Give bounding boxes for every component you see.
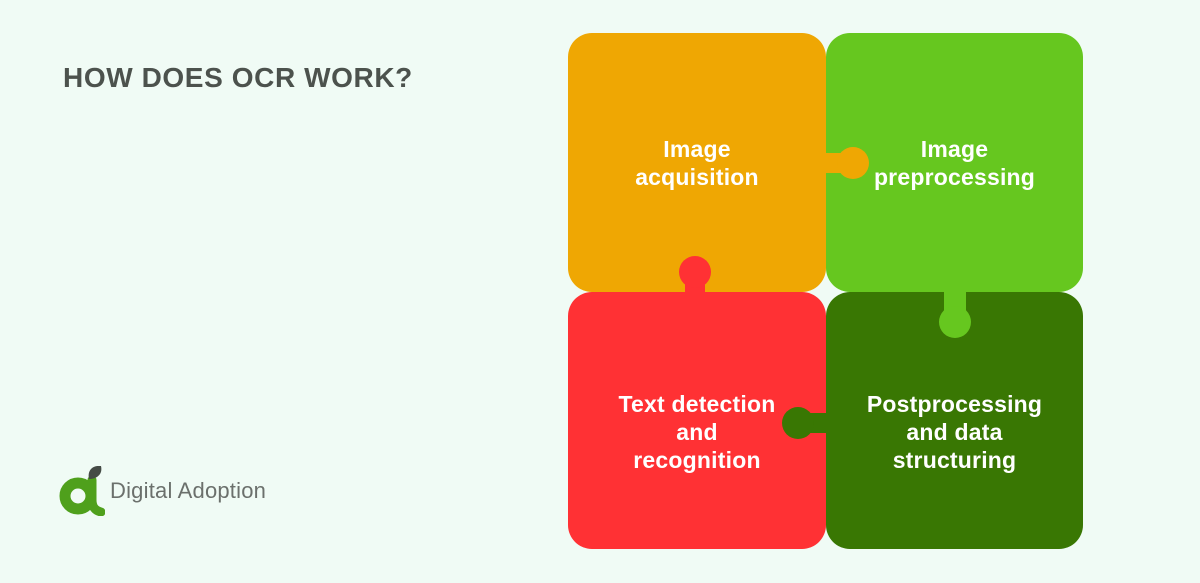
piece-label-line: and xyxy=(676,418,718,445)
logo-ring xyxy=(59,477,97,515)
tab-ball xyxy=(679,256,711,288)
piece-label-line: Text detection xyxy=(618,390,776,417)
piece-label-line: recognition xyxy=(633,446,761,473)
tab-ball xyxy=(837,147,869,179)
piece-label: Postprocessing and data structuring xyxy=(867,368,1042,474)
tab-ball xyxy=(782,407,814,439)
piece-label-line: and data xyxy=(906,418,1003,445)
piece-label: Image preprocessing xyxy=(874,135,1035,191)
page-title: HOW DOES OCR WORK? xyxy=(63,62,413,93)
piece-label-line: Image xyxy=(920,135,989,162)
piece-label-line: structuring xyxy=(892,446,1017,473)
piece-label-line: Image xyxy=(663,135,731,162)
digital-adoption-logo-icon xyxy=(59,466,105,516)
piece-label-line: acquisition xyxy=(635,163,759,190)
logo-leaf xyxy=(88,466,102,479)
tab-ball xyxy=(939,306,971,338)
brand-logo: Digital Adoption xyxy=(58,466,266,516)
piece-label-line: Postprocessing xyxy=(866,390,1043,417)
logo-tail xyxy=(87,475,105,516)
puzzle-piece-postprocessing: Postprocessing and data structuring xyxy=(826,292,1083,549)
piece-label: Text detection and recognition xyxy=(618,368,775,474)
brand-name: Digital Adoption xyxy=(110,478,267,503)
piece-label: Image acquisition xyxy=(635,135,759,191)
ocr-puzzle-diagram: Image acquisition Image preprocessing Te… xyxy=(568,33,1083,549)
puzzle-piece-image-acquisition: Image acquisition xyxy=(568,33,826,292)
piece-label-line: preprocessing xyxy=(873,163,1036,190)
